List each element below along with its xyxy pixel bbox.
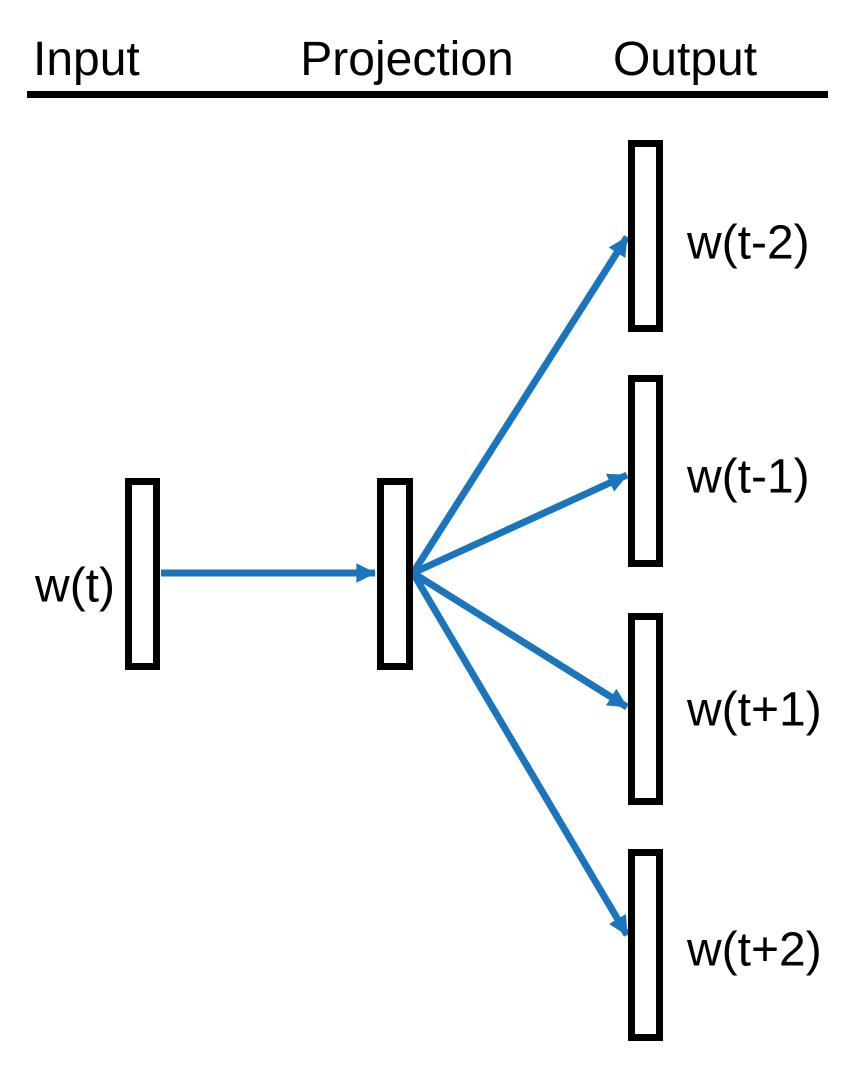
output-node-rect-1 xyxy=(628,375,663,567)
header-projection-label: Projection xyxy=(300,33,513,86)
arrow-projection-to-output-2 xyxy=(411,570,629,710)
projection-node-rect xyxy=(377,478,413,670)
output-node-rect-2 xyxy=(628,613,663,805)
output-node-rect-0 xyxy=(628,140,663,332)
output-node-label-2: w(t+1) xyxy=(686,684,822,737)
input-node-label: w(t) xyxy=(34,560,115,613)
arrow-projection-to-output-1 xyxy=(411,471,629,577)
arrow-projection-to-output-3 xyxy=(409,571,631,937)
input-node-rect xyxy=(125,478,160,670)
output-node-label-0: w(t-2) xyxy=(686,217,810,270)
output-node-rect-3 xyxy=(628,849,663,1041)
output-node-label-3: w(t+2) xyxy=(686,924,822,977)
arrows-group xyxy=(161,235,631,937)
header-output-label: Output xyxy=(613,33,757,86)
output-node-label-1: w(t-1) xyxy=(686,451,810,504)
header-rule xyxy=(27,91,828,98)
arrow-projection-to-output-0 xyxy=(410,235,630,575)
header-input-label: Input xyxy=(33,33,140,86)
